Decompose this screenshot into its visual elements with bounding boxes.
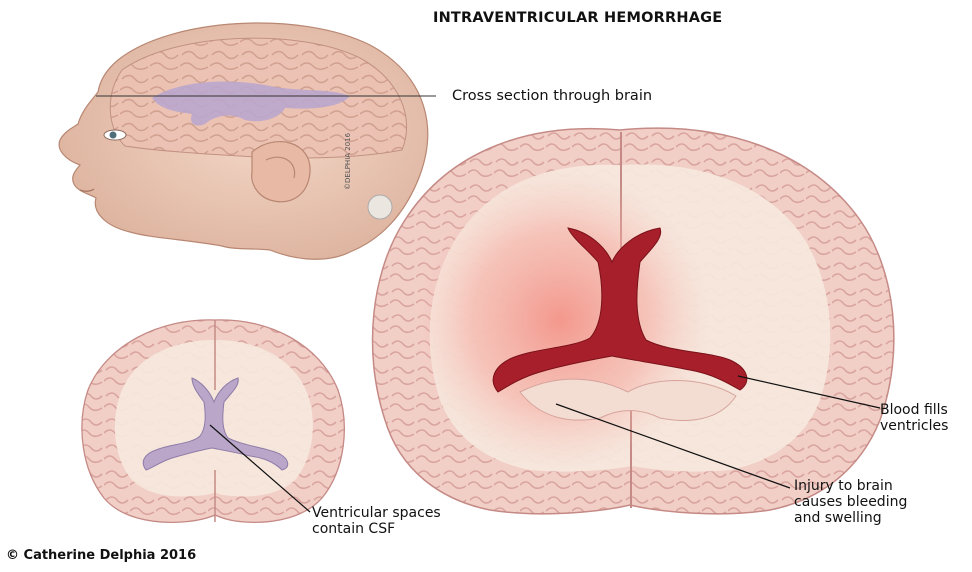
- csf-label: Ventricular spaces contain CSF: [312, 505, 441, 537]
- hemorrhage-brain-section: [373, 128, 894, 514]
- cross-section-caption: Cross section through brain: [452, 88, 652, 104]
- injury-label: Injury to brain causes bleeding and swel…: [794, 478, 907, 526]
- infant-head-profile: [59, 23, 436, 259]
- blood-fills-label: Blood fills ventricles: [880, 402, 948, 434]
- watermark-text: ©DELPHIA 2016: [344, 133, 352, 190]
- ear-icon: [252, 142, 310, 202]
- normal-brain-section: [82, 320, 344, 522]
- swelling-area: [410, 170, 710, 470]
- copyright-credit: © Catherine Delphia 2016: [6, 548, 196, 563]
- diagram-title: INTRAVENTRICULAR HEMORRHAGE: [433, 10, 722, 26]
- seal-icon: [368, 195, 392, 219]
